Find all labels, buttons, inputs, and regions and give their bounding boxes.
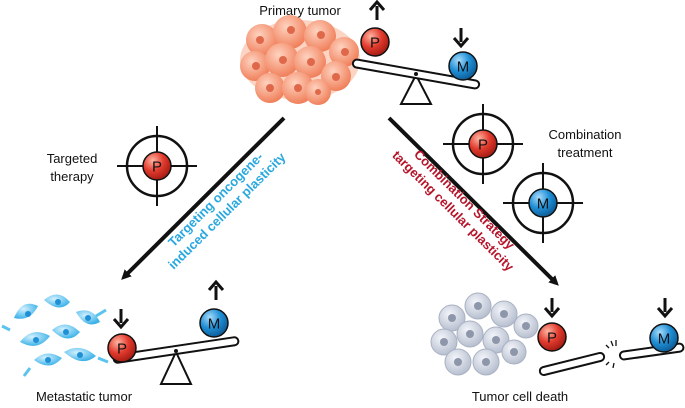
top-m-ball: M xyxy=(448,51,478,81)
arrow-to-metastasis xyxy=(121,116,286,280)
svg-text:induced cellular plasticity: induced cellular plasticity xyxy=(165,149,289,272)
svg-text:targeting cellular plasticity: targeting cellular plasticity xyxy=(389,148,517,275)
crosshair-target-icon: M xyxy=(503,163,583,243)
crosshair-target-icon: P xyxy=(117,126,197,206)
combination-treatment-label-2: treatment xyxy=(558,145,613,160)
svg-text:M: M xyxy=(658,331,671,348)
dead-tumor-cells xyxy=(430,292,539,376)
arrow-up-icon xyxy=(368,0,386,20)
svg-text:P: P xyxy=(478,137,488,154)
metastatic-tumor-cells xyxy=(1,294,109,377)
targeted-therapy-label-1: Targeted xyxy=(47,151,98,166)
break-marks-icon xyxy=(605,340,617,369)
svg-text:P: P xyxy=(152,159,162,176)
svg-text:M: M xyxy=(208,316,221,333)
metastatic-p-ball: P xyxy=(107,333,137,363)
death-m-ball: M xyxy=(649,323,679,353)
right-arrow-label: Combination Strategy targeting cellular … xyxy=(389,147,518,275)
svg-text:M: M xyxy=(537,196,550,213)
targeted-therapy-label-2: therapy xyxy=(50,169,94,184)
death-p-ball: P xyxy=(537,322,567,352)
metastatic-tumor-label: Metastatic tumor xyxy=(36,389,133,404)
metastatic-seesaw xyxy=(112,336,240,385)
arrow-down-icon xyxy=(452,28,470,49)
svg-text:P: P xyxy=(547,330,557,347)
metastatic-m-ball: M xyxy=(199,308,229,338)
svg-text:Targeting oncogene-: Targeting oncogene- xyxy=(165,149,266,250)
top-seesaw xyxy=(351,58,481,105)
arrow-to-cell-death xyxy=(387,116,559,286)
arrow-down-icon xyxy=(112,309,130,330)
primary-tumor-label: Primary tumor xyxy=(259,3,341,18)
combination-treatment-label-1: Combination xyxy=(549,127,622,142)
arrow-up-icon xyxy=(207,279,225,300)
svg-text:P: P xyxy=(117,341,127,358)
top-p-ball: P xyxy=(360,27,390,57)
primary-tumor-cells xyxy=(240,15,360,105)
svg-text:P: P xyxy=(370,35,380,52)
arrow-down-icon xyxy=(656,298,674,319)
svg-text:Combination Strategy: Combination Strategy xyxy=(411,147,518,253)
arrow-down-icon xyxy=(543,298,561,319)
crosshair-target-icon: P xyxy=(443,104,523,184)
svg-text:M: M xyxy=(457,59,470,76)
tumor-cell-death-label: Tumor cell death xyxy=(472,389,568,404)
left-arrow-label: Targeting oncogene- induced cellular pla… xyxy=(165,149,289,272)
